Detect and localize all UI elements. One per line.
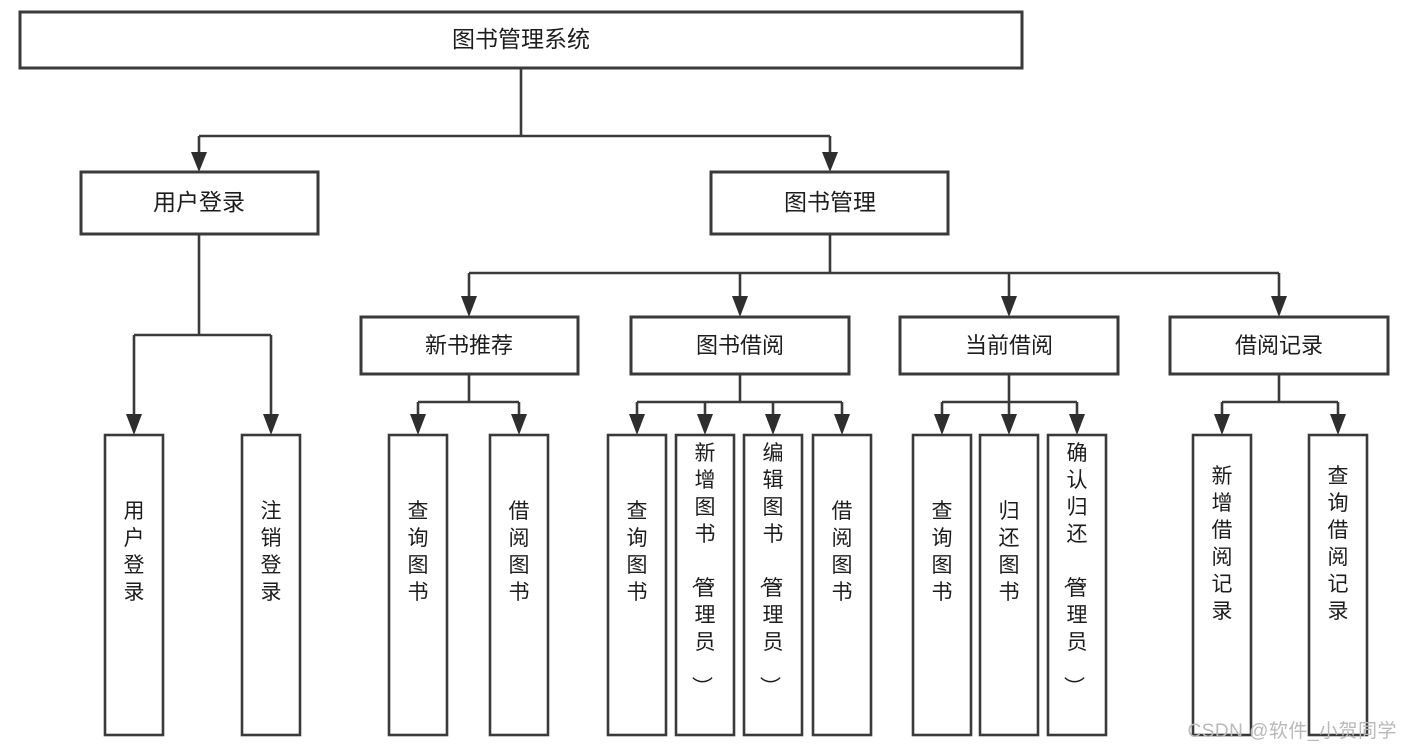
leaf-current-borrow-2[interactable]: 确认归还（管理员）	[1046, 433, 1108, 737]
arrow-head-icon	[629, 414, 645, 435]
leaf-label: 归还图书	[999, 500, 1020, 604]
arrow-head-icon	[1001, 414, 1017, 435]
arrow-head-icon	[765, 414, 781, 435]
node-user-login[interactable]: 用户登录	[79, 170, 320, 236]
arrow-head-icon	[1330, 414, 1346, 435]
node-current-borrow-label: 当前借阅	[965, 333, 1053, 358]
leaf-book-borrow-3[interactable]: 借阅图书	[811, 433, 873, 737]
arrow-head-icon	[1214, 414, 1230, 435]
leaf-current-borrow-0[interactable]: 查询图书	[911, 433, 973, 737]
leaf-label: 查询图书	[408, 500, 429, 604]
node-root-system[interactable]: 图书管理系统	[18, 10, 1024, 70]
leaf-current-borrow-1[interactable]: 归还图书	[978, 433, 1040, 737]
node-borrow-record-label: 借阅记录	[1235, 333, 1323, 358]
arrow-head-icon	[1069, 414, 1085, 435]
leaf-new-book-recommend-1[interactable]: 借阅图书	[488, 433, 550, 737]
leaf-label: 注销登录	[261, 500, 282, 604]
leaf-book-borrow-1[interactable]: 新增图书（管理员）	[674, 433, 736, 737]
arrow-head-icon	[1271, 296, 1287, 317]
leaf-label: 查询图书	[627, 500, 648, 604]
node-book-management-label: 图书管理	[784, 189, 876, 215]
leaf-book-borrow-0[interactable]: 查询图书	[606, 433, 668, 737]
leaf-user-login-1[interactable]: 注销登录	[240, 433, 302, 737]
arrow-head-icon	[934, 414, 950, 435]
connector-userlogin-to-leaves	[126, 234, 279, 435]
node-current-borrow[interactable]: 当前借阅	[898, 315, 1120, 376]
leaf-label: 用户登录	[124, 500, 145, 604]
arrow-head-icon	[410, 414, 426, 435]
arrow-head-icon	[822, 152, 838, 172]
arrow-head-icon	[126, 414, 142, 435]
connector-currentborrow-to-leaves	[934, 374, 1085, 435]
leaf-book-borrow-2[interactable]: 编辑图书（管理员）	[742, 433, 804, 737]
node-book-borrow-label: 图书借阅	[696, 333, 784, 358]
leaf-label: 新增借阅记录	[1212, 465, 1233, 623]
node-root-label: 图书管理系统	[452, 26, 590, 52]
arrow-head-icon	[732, 296, 748, 317]
leaf-label: 查询借阅记录	[1328, 465, 1349, 623]
node-borrow-record[interactable]: 借阅记录	[1168, 315, 1390, 376]
node-book-borrow[interactable]: 图书借阅	[629, 315, 851, 376]
arrow-head-icon	[834, 414, 850, 435]
arrow-head-icon	[263, 414, 279, 435]
leaf-label: 查询图书	[932, 500, 953, 604]
node-new-book-recommend[interactable]: 新书推荐	[359, 315, 580, 376]
connector-newbook-to-leaves	[410, 374, 527, 435]
leaf-new-book-recommend-0[interactable]: 查询图书	[387, 433, 449, 737]
connector-borrowrecord-to-leaves	[1214, 374, 1346, 435]
connector-root-to-level1	[191, 68, 838, 172]
connector-bookborrow-to-leaves	[629, 374, 850, 435]
leaf-user-login-0[interactable]: 用户登录	[103, 433, 165, 737]
node-user-login-label: 用户登录	[153, 189, 245, 215]
leaf-label: 编辑图书（管理员）	[758, 442, 784, 697]
leaf-label: 借阅图书	[832, 500, 853, 604]
arrow-head-icon	[191, 152, 207, 172]
node-new-book-recommend-label: 新书推荐	[425, 333, 513, 358]
arrow-head-icon	[511, 414, 527, 435]
leaf-borrow-record-0[interactable]: 新增借阅记录	[1191, 433, 1253, 737]
connector-bookmgmt-to-level2	[461, 234, 1287, 317]
leaf-borrow-record-1[interactable]: 查询借阅记录	[1307, 433, 1369, 737]
node-book-management[interactable]: 图书管理	[709, 170, 950, 236]
arrow-head-icon	[1001, 296, 1017, 317]
leaf-label: 确认归还（管理员）	[1062, 442, 1088, 697]
leaf-label: 新增图书（管理员）	[690, 442, 716, 697]
arrow-head-icon	[461, 296, 477, 317]
arrow-head-icon	[697, 414, 713, 435]
leaf-label: 借阅图书	[509, 500, 530, 604]
